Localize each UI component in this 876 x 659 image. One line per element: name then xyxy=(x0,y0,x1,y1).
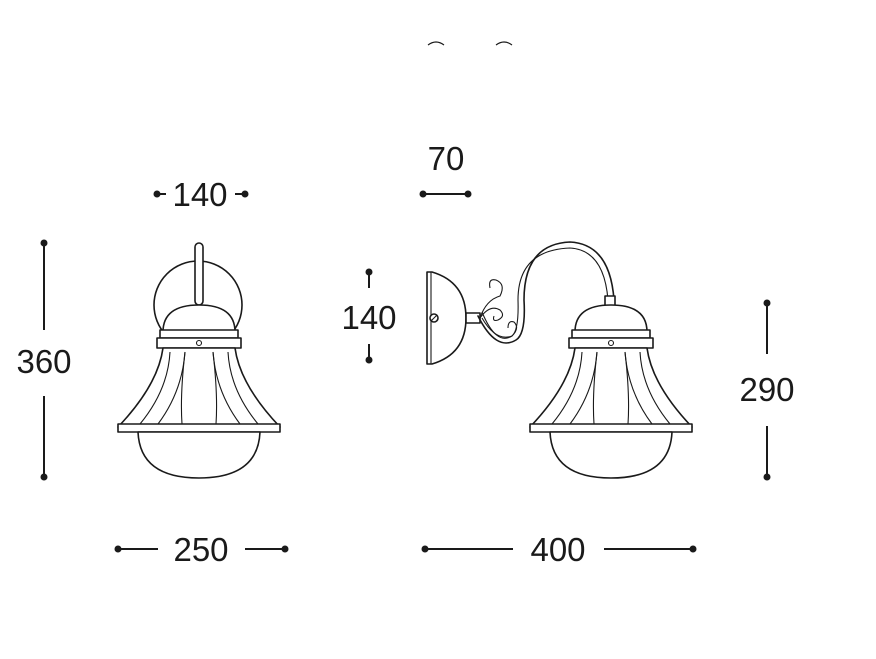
cropped-top-marks xyxy=(427,41,513,46)
dimension-front-height: 360 xyxy=(16,239,72,481)
dimension-side-depth: 70 xyxy=(419,140,472,198)
dimension-label-front-top-width: 140 xyxy=(172,176,227,213)
dimension-label-front-height: 360 xyxy=(16,343,71,380)
dimension-side-height: 290 xyxy=(739,299,795,481)
dimension-label-side-depth: 70 xyxy=(428,140,465,177)
dimension-front-top-width: 140 xyxy=(153,176,249,213)
front-view-lamp xyxy=(117,242,281,479)
side-view-lamp xyxy=(426,241,693,479)
dimension-backplate-height: 140 xyxy=(341,268,397,364)
dimension-label-side-projection: 400 xyxy=(530,531,585,568)
dimension-label-front-base-width: 250 xyxy=(173,531,228,568)
dimension-label-side-height: 290 xyxy=(739,371,794,408)
dimension-side-projection: 400 xyxy=(421,531,697,568)
dimension-label-backplate-height: 140 xyxy=(341,299,396,336)
dimension-front-base-width: 250 xyxy=(114,531,289,568)
